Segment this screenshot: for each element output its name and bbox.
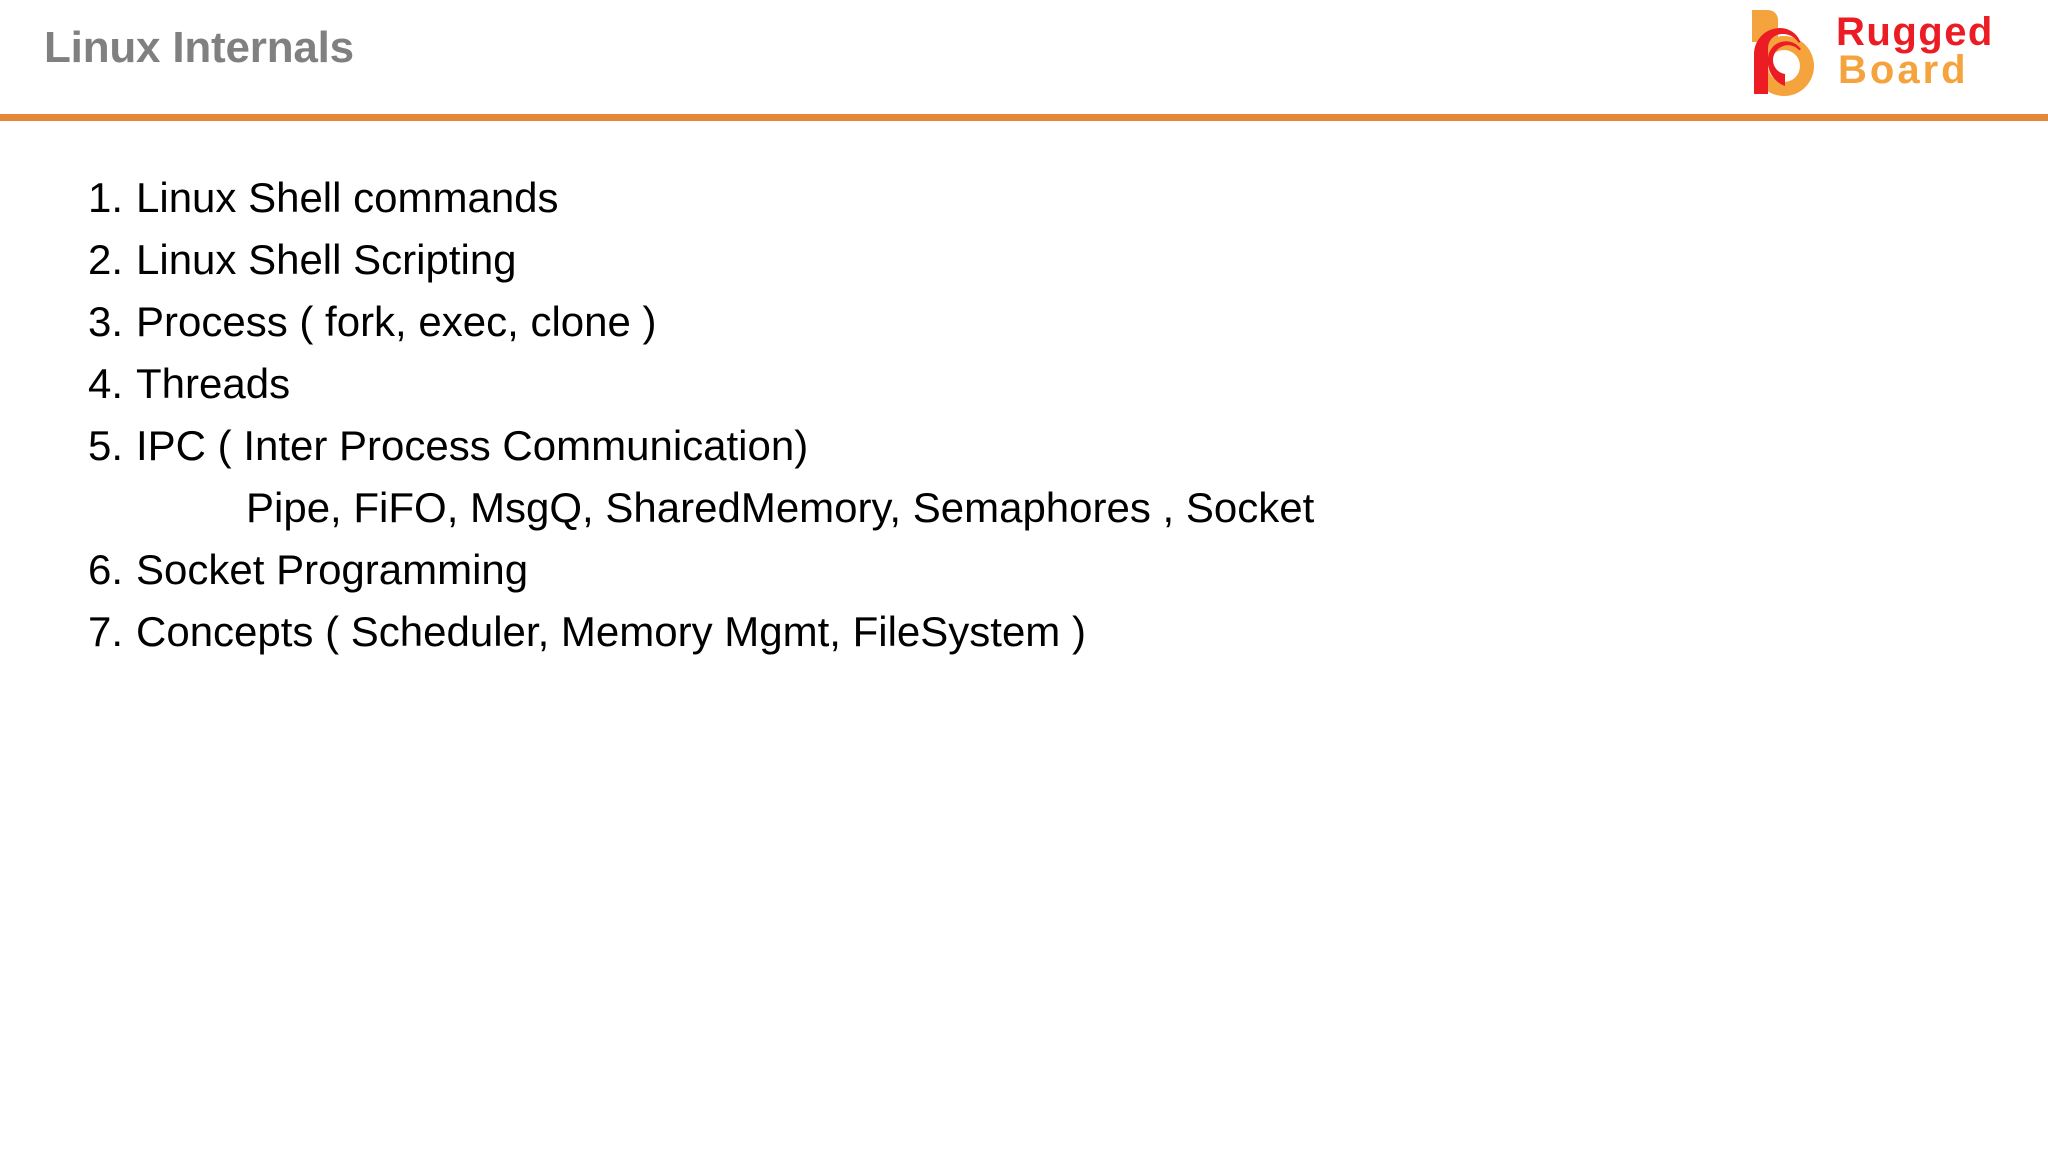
logo-wordmark: Rugged Board <box>1836 12 2040 94</box>
list-item-number: 2. <box>88 236 124 283</box>
list-item-label: Concepts ( Scheduler, Memory Mgmt, FileS… <box>136 608 1086 655</box>
list-item-number: 1. <box>88 174 124 221</box>
logo-text-board: Board <box>1838 48 1969 92</box>
slide-header: Linux Internals Rugged Board <box>0 0 2048 121</box>
rugged-board-b-mark-icon <box>1740 8 1832 96</box>
list-item: 2. Linux Shell Scripting <box>88 229 1788 291</box>
list-item-sublabel: Pipe, FiFO, MsgQ, SharedMemory, Semaphor… <box>246 484 1315 531</box>
slide-body: 1. Linux Shell commands 2. Linux Shell S… <box>0 121 2048 1152</box>
list-item-label: Linux Shell Scripting <box>136 236 517 283</box>
topic-list: 1. Linux Shell commands 2. Linux Shell S… <box>88 167 1788 663</box>
list-item: 1. Linux Shell commands <box>88 167 1788 229</box>
list-item: 6. Socket Programming <box>88 539 1788 601</box>
list-item: 5. IPC ( Inter Process Communication) <box>88 415 1788 477</box>
list-item: 4. Threads <box>88 353 1788 415</box>
list-item-number: 3. <box>88 298 124 345</box>
page-title: Linux Internals <box>44 23 354 72</box>
list-item-label: Socket Programming <box>136 546 529 593</box>
list-item-number: 6. <box>88 546 124 593</box>
list-item-number: 5. <box>88 422 124 469</box>
list-item-number: 4. <box>88 360 124 407</box>
list-item-label: IPC ( Inter Process Communication) <box>136 422 809 469</box>
list-item-label: Threads <box>136 360 291 407</box>
rugged-board-logo: Rugged Board <box>1740 6 2040 102</box>
list-item-number: 7. <box>88 608 124 655</box>
list-item-label: Process ( fork, exec, clone ) <box>136 298 657 345</box>
list-item-label: Linux Shell commands <box>136 174 559 221</box>
list-item: 7. Concepts ( Scheduler, Memory Mgmt, Fi… <box>88 601 1788 663</box>
list-item: 3. Process ( fork, exec, clone ) <box>88 291 1788 353</box>
header-divider-rule <box>0 114 2048 121</box>
logo-text-rugged: Rugged <box>1836 10 1994 54</box>
